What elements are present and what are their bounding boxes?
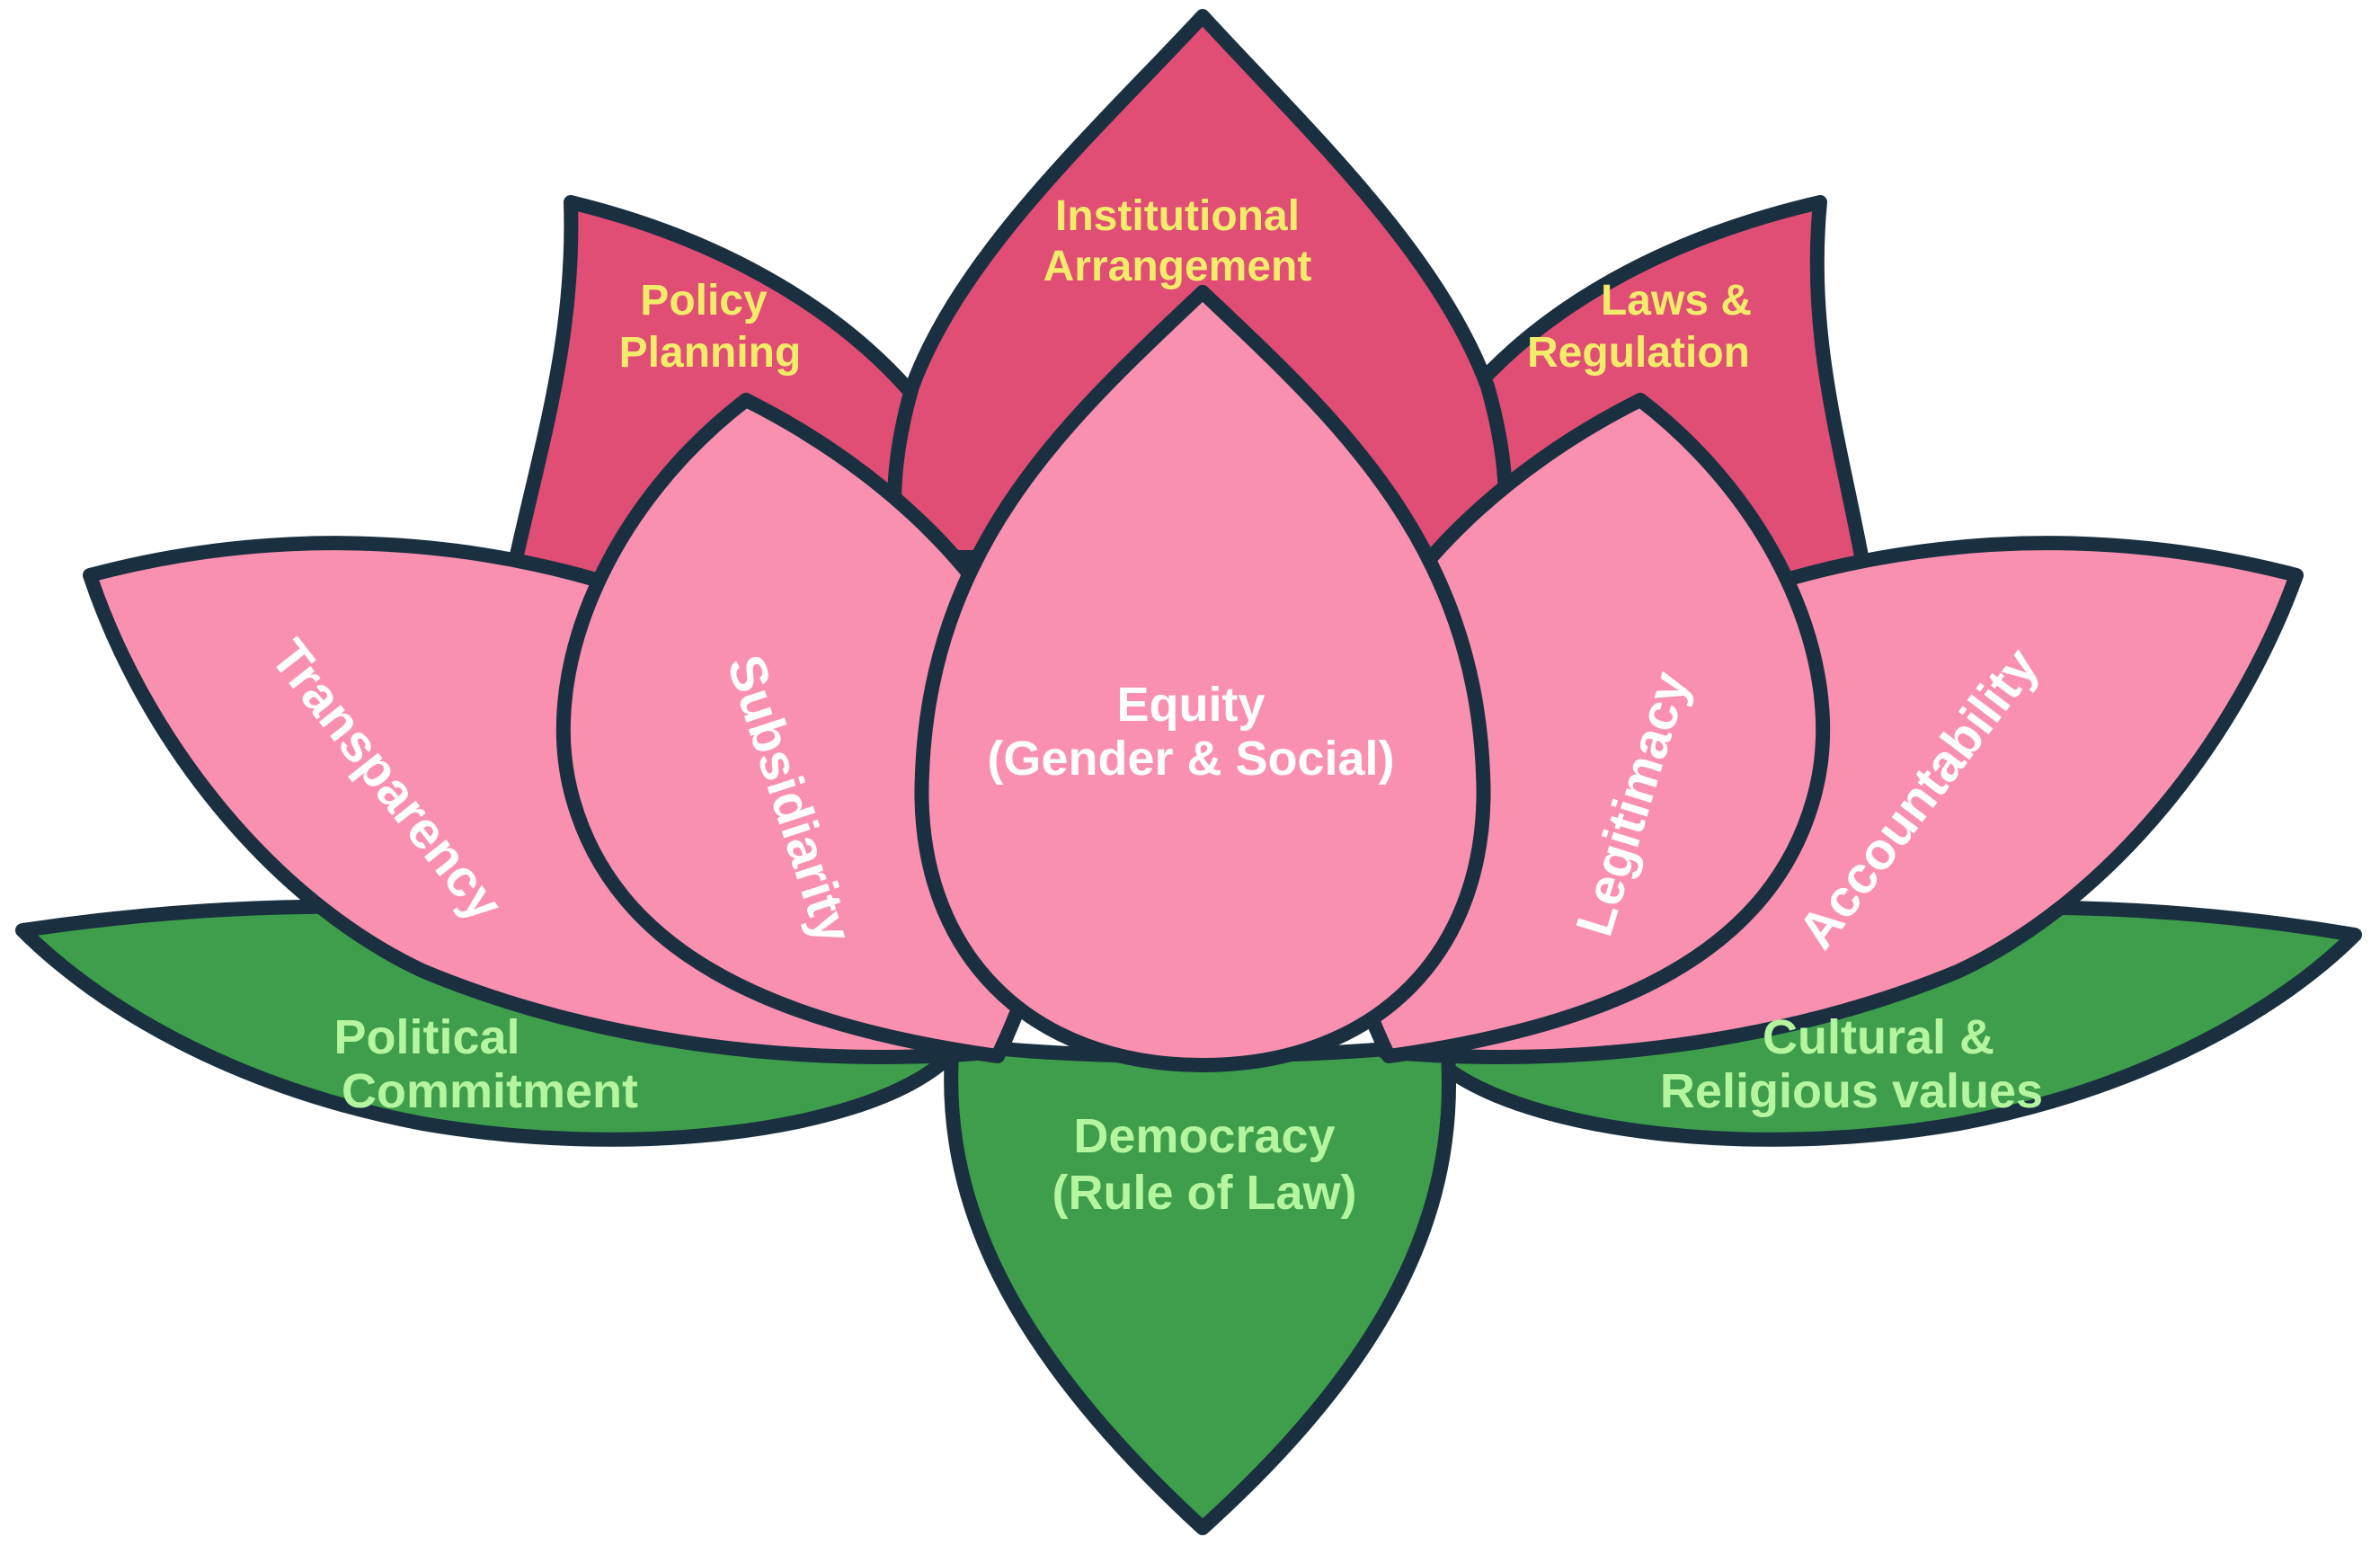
label-line: Religious values bbox=[1660, 1064, 2043, 1118]
label-line: Laws & bbox=[1601, 277, 1752, 324]
label-line: (Gender & Social) bbox=[987, 732, 1394, 786]
label-line: Arrangement bbox=[1043, 243, 1312, 290]
label-line: (Rule of Law) bbox=[1052, 1166, 1357, 1220]
label-line: Cultural & bbox=[1763, 1010, 1994, 1064]
label-equity: Equity (Gender & Social) bbox=[987, 678, 1394, 786]
label-cultural-religious: Cultural & Religious values bbox=[1660, 1010, 2043, 1118]
label-line: Political bbox=[333, 1010, 520, 1064]
label-policy-planning: Policy Planning bbox=[619, 277, 802, 377]
label-line: Commitment bbox=[342, 1064, 638, 1118]
label-line: Planning bbox=[619, 329, 802, 377]
label-line: Institutional bbox=[1055, 192, 1300, 240]
label-laws-regulation: Laws & Regulation bbox=[1527, 277, 1752, 377]
label-democracy: Democracy (Rule of Law) bbox=[1052, 1109, 1357, 1220]
center-petal bbox=[914, 285, 1491, 1072]
label-line: Democracy bbox=[1073, 1109, 1335, 1163]
label-line: Policy bbox=[640, 277, 768, 324]
label-line: Equity bbox=[1116, 678, 1265, 732]
label-line: Regulation bbox=[1527, 329, 1750, 377]
label-political-commitment: Political Commitment bbox=[333, 1010, 638, 1118]
label-institutional-arrangement: Institutional Arrangement bbox=[1043, 192, 1312, 290]
